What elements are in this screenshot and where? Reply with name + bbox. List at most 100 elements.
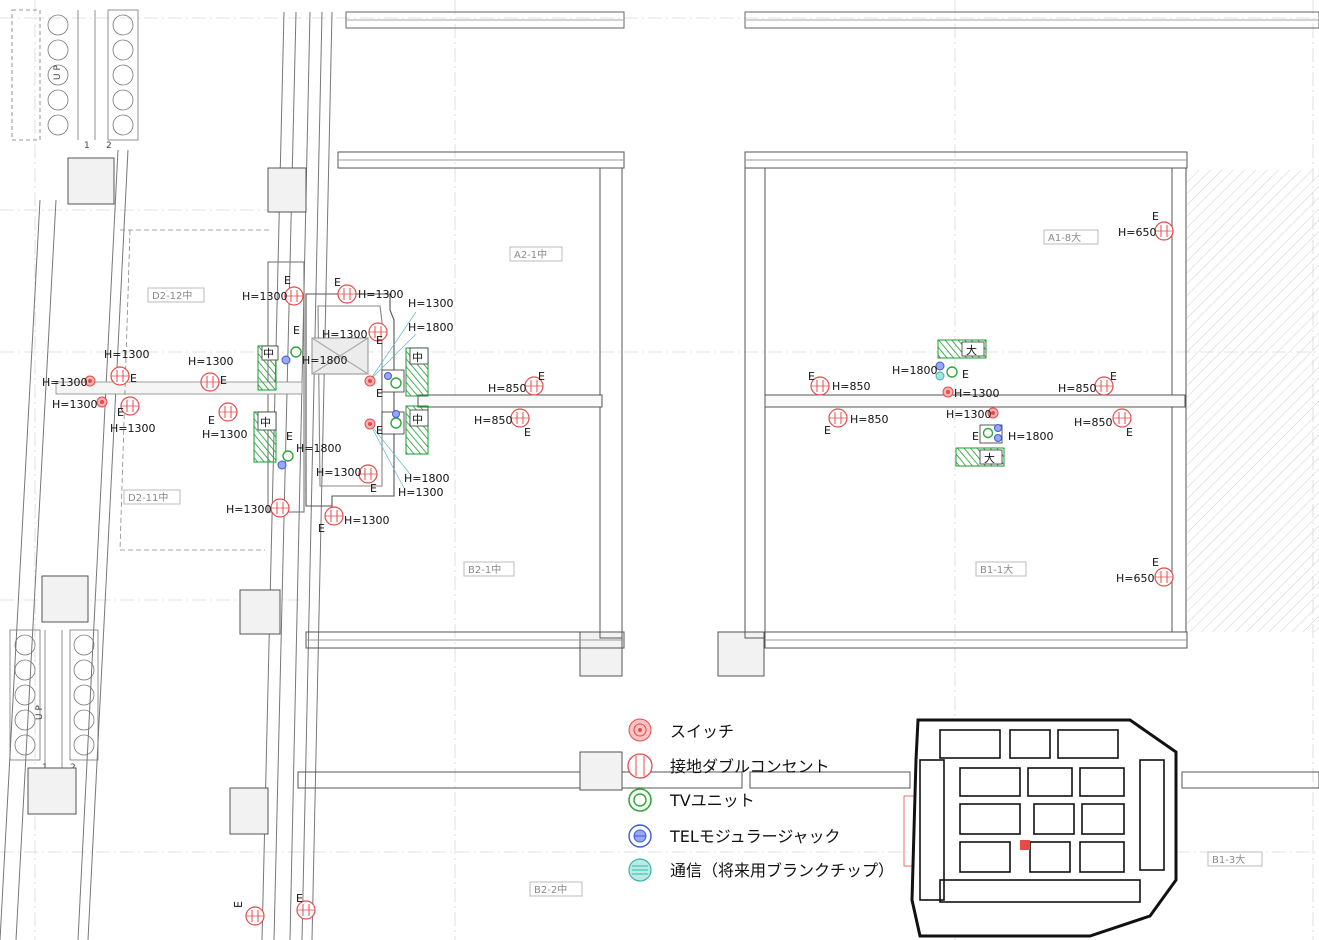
height-label: H=1800: [408, 321, 453, 334]
grounded-double-outlet-icon: [627, 753, 653, 779]
height-label: H=850: [850, 413, 888, 426]
grounded-double-outlet-icon: [1154, 567, 1174, 587]
height-label: H=1300: [316, 466, 361, 479]
height-label: H=1300: [226, 503, 271, 516]
height-label: H=1300: [188, 355, 233, 368]
room-label: B1-1大: [980, 563, 1013, 576]
height-label: H=1800: [296, 442, 341, 455]
earth-mark: E: [1152, 556, 1159, 569]
tv-unit-icon: [390, 417, 402, 429]
earth-mark: E: [296, 892, 303, 905]
legend-item: TELモジュラージャック: [628, 824, 841, 848]
earth-mark: E: [284, 274, 291, 287]
height-label: H=1300: [358, 288, 403, 301]
communication-blank-chip-icon: [935, 371, 945, 381]
stair-label-top: U P: [53, 65, 63, 80]
earth-mark: E: [376, 424, 383, 437]
earth-mark: E: [370, 482, 377, 495]
height-label: H=1300: [322, 328, 367, 341]
earth-mark: E: [208, 414, 215, 427]
top-walls: [345, 11, 1319, 29]
switch-icon: [364, 375, 376, 387]
earth-mark: E: [376, 387, 383, 400]
height-label: H=1800: [302, 354, 347, 367]
panel-size-label: 中: [260, 416, 271, 429]
room-walls-middle: [305, 151, 625, 649]
earth-labels: E E E E E E E E E E E E E E E E E E E E …: [117, 210, 1159, 908]
tel-modular-jack-icon: [384, 372, 392, 380]
grounded-double-outlet-icon: [1154, 221, 1174, 241]
earth-mark: E: [972, 430, 979, 443]
room-walls-right: [744, 151, 1319, 649]
grounded-double-outlet-icon: [1112, 408, 1132, 428]
height-label: H=850: [1074, 416, 1112, 429]
grounded-double-outlet-icon: [218, 402, 238, 422]
height-label: H=1800: [404, 472, 449, 485]
room-label: B1-3大: [1212, 853, 1245, 866]
columns: [27, 157, 765, 835]
legend-item: 接地ダブルコンセント: [627, 753, 830, 779]
central-shaft: [267, 261, 395, 513]
tv-unit-icon: [982, 427, 994, 439]
grounded-double-outlet-icon: [358, 464, 378, 484]
legend-label: 接地ダブルコンセント: [670, 757, 830, 776]
height-label: H=1300: [110, 422, 155, 435]
earth-mark: E: [232, 901, 245, 908]
height-label: H=650: [1116, 572, 1154, 585]
legend: スイッチ 接地ダブルコンセント TVユニット TELモジュラージャック 通信（将…: [627, 718, 894, 882]
height-label: H=1300: [52, 398, 97, 411]
legend-item: TVユニット: [628, 788, 755, 812]
height-label: H=1300: [408, 297, 453, 310]
height-label: H=850: [488, 382, 526, 395]
height-label: H=650: [1118, 226, 1156, 239]
earth-mark: E: [130, 372, 137, 385]
tv-unit-icon: [946, 366, 958, 378]
stair-bottom: [9, 629, 99, 770]
legend-label: 通信（将来用ブランクチップ）: [670, 861, 894, 880]
height-label: H=850: [832, 380, 870, 393]
tv-unit-icon: [282, 450, 294, 462]
stair-number: 1: [84, 141, 90, 151]
earth-mark: E: [220, 374, 227, 387]
earth-mark: E: [962, 368, 969, 381]
switch-icon: [364, 418, 376, 430]
legend-label: TELモジュラージャック: [669, 827, 841, 846]
diagonal-walls: [0, 11, 333, 940]
tel-modular-jack-icon: [935, 361, 945, 371]
room-labels: D2-12中 A2-1中 D2-11中 B2-1中 A1-8大 B1-1大 B2…: [123, 229, 1263, 897]
grounded-double-outlet-icon: [200, 372, 220, 392]
height-labels: H=1300 H=1300 H=1300 H=1800 H=1300 H=180…: [42, 226, 1156, 585]
room-label: D2-12中: [152, 289, 192, 302]
tel-modular-jack-icon: [281, 355, 291, 365]
grounded-double-outlet-icon: [110, 366, 130, 386]
legend-label: スイッチ: [670, 722, 734, 741]
earth-mark: E: [1126, 426, 1133, 439]
earth-mark: E: [1152, 210, 1159, 223]
earth-mark: E: [538, 370, 545, 383]
height-label: H=850: [1058, 382, 1096, 395]
panel-size-label: 大: [966, 343, 977, 357]
earth-mark: E: [808, 370, 815, 383]
legend-item: 通信（将来用ブランクチップ）: [628, 858, 894, 882]
height-label: H=1300: [202, 428, 247, 441]
earth-mark: E: [318, 522, 325, 535]
earth-mark: E: [286, 430, 293, 443]
earth-mark: E: [293, 324, 300, 337]
room-label: A2-1中: [514, 248, 547, 261]
switch-icon: [96, 396, 108, 408]
grounded-double-outlet-icon: [270, 498, 290, 518]
grounded-double-outlet-icon: [245, 906, 265, 926]
room-label: A1-8大: [1048, 231, 1081, 244]
legend-label: TVユニット: [669, 791, 755, 810]
tel-modular-jack-icon: [392, 410, 400, 418]
earth-mark: E: [1110, 370, 1117, 383]
height-label: H=1300: [42, 376, 87, 389]
height-label: H=1800: [892, 364, 937, 377]
room-label: B2-2中: [534, 883, 567, 896]
height-label: H=1300: [242, 290, 287, 303]
tel-modular-jack-icon: [994, 434, 1002, 442]
earth-mark: E: [824, 424, 831, 437]
stair-top: [11, 9, 139, 141]
earth-mark: E: [376, 334, 383, 347]
